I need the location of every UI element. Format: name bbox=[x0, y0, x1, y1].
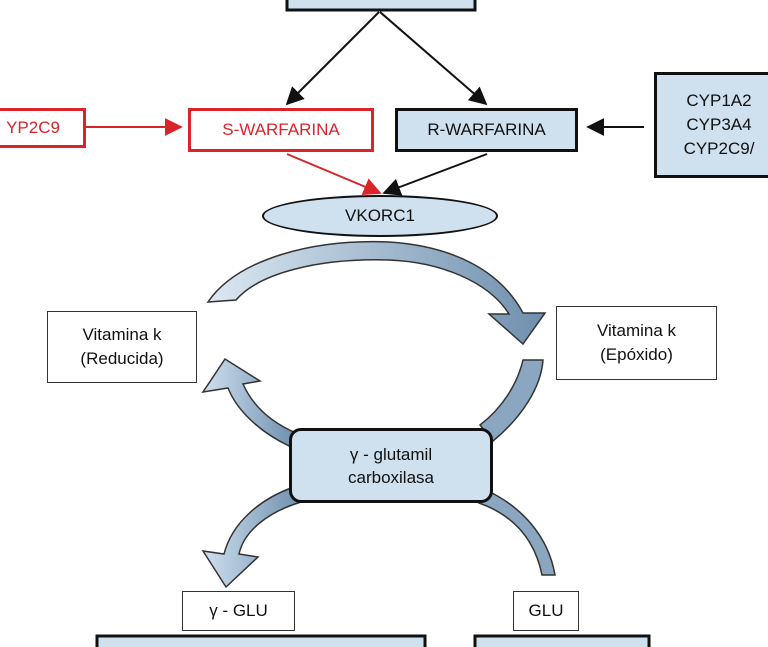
gamma-glu-label: γ - GLU bbox=[209, 601, 268, 620]
s-warfarina-box: S-WARFARINA bbox=[188, 108, 374, 152]
enzyme-line1: γ - glutamil bbox=[349, 444, 433, 464]
bottom-right-box bbox=[473, 634, 651, 647]
arrow-to-glu bbox=[477, 490, 556, 576]
enzyme-line2: carboxilasa bbox=[348, 467, 434, 487]
cycle-arrow-top bbox=[206, 240, 547, 346]
s-warfarina-label: S-WARFARINA bbox=[222, 120, 340, 139]
gamma-glu-box: γ - GLU bbox=[182, 591, 295, 631]
vitamina-reducida-line1: Vitamina k bbox=[82, 325, 162, 344]
r-warfarina-box: R-WARFARINA bbox=[395, 108, 578, 152]
arrow-r-warfarina-to-vkorc1 bbox=[382, 153, 488, 196]
cyp1a2-label: CYP1A2 bbox=[686, 91, 752, 110]
cyp3a4-label: CYP3A4 bbox=[686, 115, 752, 134]
cyp-right-box: CYP1A2 CYP3A4 CYP2C9/ bbox=[654, 72, 768, 178]
arrow-to-gamma-glu bbox=[201, 487, 303, 589]
vitamina-epoxido-box: Vitamina k (Epóxido) bbox=[556, 306, 717, 380]
vkorc1-label: VKORC1 bbox=[345, 206, 415, 225]
gamma-glutamil-carboxilasa-node: γ - glutamil carboxilasa bbox=[289, 428, 493, 503]
glu-label: GLU bbox=[528, 601, 564, 620]
arrow-top-to-s-warfarina bbox=[285, 11, 380, 106]
vitamina-epoxido-line1: Vitamina k bbox=[596, 321, 677, 340]
arrow-top-to-r-warfarina bbox=[379, 11, 488, 106]
arrow-s-warfarina-to-vkorc1 bbox=[286, 153, 382, 196]
bottom-left-box bbox=[95, 634, 427, 647]
r-warfarina-label: R-WARFARINA bbox=[427, 120, 546, 139]
vitamina-reducida-box: Vitamina k (Reducida) bbox=[47, 311, 197, 383]
cyp2c9-left-box: YP2C9 bbox=[0, 108, 86, 148]
cycle-arrow-left bbox=[201, 357, 298, 447]
glu-box: GLU bbox=[513, 591, 579, 631]
vkorc1-node: VKORC1 bbox=[262, 195, 498, 237]
vitamina-reducida-line2: (Reducida) bbox=[80, 349, 164, 368]
cyp2c9-right-label: CYP2C9/ bbox=[683, 139, 755, 158]
top-source-box bbox=[285, 0, 477, 12]
cyp2c9-left-label: YP2C9 bbox=[6, 118, 60, 137]
vitamina-epoxido-line2: (Epóxido) bbox=[600, 345, 673, 364]
cycle-arrow-right bbox=[478, 359, 544, 443]
